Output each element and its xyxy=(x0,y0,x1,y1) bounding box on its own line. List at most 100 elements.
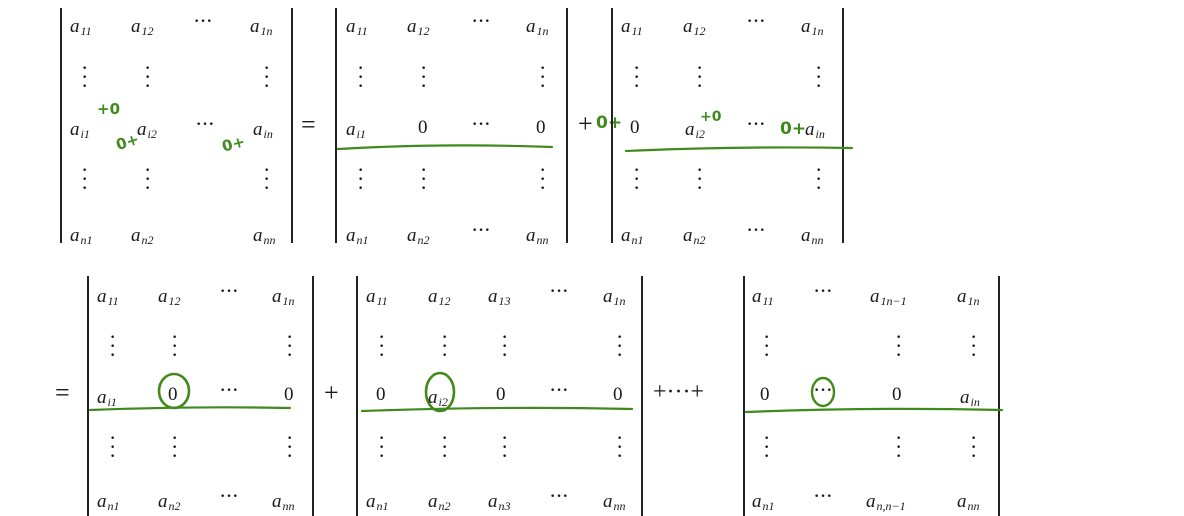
cdots: ··· xyxy=(814,382,834,399)
cdots: ··· xyxy=(196,116,216,133)
vdots: ··· xyxy=(764,430,770,465)
entry-ann: ann xyxy=(957,491,980,513)
vdots: ··· xyxy=(421,60,427,95)
underline-row-i xyxy=(360,406,634,413)
cdots: ··· xyxy=(220,488,240,505)
vdots: ··· xyxy=(379,329,385,364)
entry-zero: 0 xyxy=(168,384,178,405)
entry-an1: an1 xyxy=(366,491,389,513)
handwritten-plus-zero: +0 xyxy=(700,109,722,125)
vdots: ··· xyxy=(82,162,88,197)
circle-mark xyxy=(810,376,836,408)
entry-ai2: ai2 xyxy=(685,119,705,141)
cdots: ··· xyxy=(550,382,570,399)
cdots: ··· xyxy=(472,116,492,133)
det3-right-bar xyxy=(842,8,844,243)
entry-a11: a11 xyxy=(70,16,92,38)
entry-a11: a11 xyxy=(366,286,388,308)
vdots: ··· xyxy=(634,162,640,197)
handwritten-zero-plus: 0+ xyxy=(780,119,807,139)
vdots: ··· xyxy=(379,430,385,465)
entry-a11: a11 xyxy=(97,286,119,308)
vdots: ··· xyxy=(82,60,88,95)
det5-left-bar xyxy=(356,276,358,516)
handwritten-plus-zero: +0 xyxy=(97,100,121,118)
plus-sign: + xyxy=(578,109,593,138)
entry-ann: ann xyxy=(253,225,276,247)
entry-a1n: a1n xyxy=(603,286,626,308)
entry-zero: 0 xyxy=(496,384,506,405)
underline-row-i xyxy=(88,406,292,412)
entry-an2: an2 xyxy=(158,491,181,513)
cdots: ··· xyxy=(472,222,492,239)
entry-an1: an1 xyxy=(752,491,775,513)
vdots: ··· xyxy=(816,162,822,197)
vdots: ··· xyxy=(264,162,270,197)
entry-ain: ain xyxy=(960,387,980,409)
entry-an2: an2 xyxy=(683,225,706,247)
cdots: ··· xyxy=(220,283,240,300)
entry-an1: an1 xyxy=(70,225,93,247)
cdots: ··· xyxy=(472,13,492,30)
det3-left-bar xyxy=(611,8,613,243)
entry-a13: a13 xyxy=(488,286,511,308)
entry-ai1: ai1 xyxy=(346,119,366,141)
cdots: ··· xyxy=(747,13,767,30)
vdots: ··· xyxy=(172,430,178,465)
entry-an2: an2 xyxy=(407,225,430,247)
entry-a11: a11 xyxy=(346,16,368,38)
entry-an1: an1 xyxy=(97,491,120,513)
cdots: ··· xyxy=(814,488,834,505)
vdots: ··· xyxy=(502,329,508,364)
entry-an1: an1 xyxy=(621,225,644,247)
entry-ai2: ai2 xyxy=(428,387,448,409)
equals-sign: = xyxy=(301,110,316,139)
vdots: ··· xyxy=(896,329,902,364)
entry-an2: an2 xyxy=(428,491,451,513)
entry-a1n-minus-1: a1n−1 xyxy=(870,286,907,308)
underline-row-i xyxy=(336,144,554,151)
entry-ain: ain xyxy=(805,119,825,141)
entry-ann: ann xyxy=(801,225,824,247)
vdots: ··· xyxy=(617,329,623,364)
vdots: ··· xyxy=(697,162,703,197)
entry-zero: 0 xyxy=(376,384,386,405)
vdots: ··· xyxy=(358,162,364,197)
underline-row-i xyxy=(744,407,1004,414)
entry-a12: a12 xyxy=(683,16,706,38)
entry-a12: a12 xyxy=(131,16,154,38)
vdots: ··· xyxy=(145,162,151,197)
vdots: ··· xyxy=(764,329,770,364)
entry-a12: a12 xyxy=(428,286,451,308)
entry-zero: 0 xyxy=(892,384,902,405)
cdots: ··· xyxy=(194,13,214,30)
entry-a1n: a1n xyxy=(957,286,980,308)
vdots: ··· xyxy=(634,60,640,95)
vdots: ··· xyxy=(287,430,293,465)
entry-a1n: a1n xyxy=(272,286,295,308)
vdots: ··· xyxy=(896,430,902,465)
cdots: ··· xyxy=(550,283,570,300)
entry-ann: ann xyxy=(526,225,549,247)
vdots: ··· xyxy=(697,60,703,95)
entry-ai2: ai2 xyxy=(137,119,157,141)
det6-left-bar xyxy=(743,276,745,516)
entry-zero: 0 xyxy=(613,384,623,405)
det5-right-bar xyxy=(641,276,643,516)
cdots: ··· xyxy=(550,488,570,505)
det1-left-bar xyxy=(60,8,62,243)
entry-ai1: ai1 xyxy=(97,387,117,409)
circle-mark xyxy=(157,372,191,410)
entry-ann: ann xyxy=(603,491,626,513)
vdots: ··· xyxy=(617,430,623,465)
vdots: ··· xyxy=(145,60,151,95)
plus-sign: + xyxy=(324,378,339,407)
vdots: ··· xyxy=(110,430,116,465)
entry-a1n: a1n xyxy=(250,16,273,38)
entry-zero: 0 xyxy=(536,117,546,138)
entry-zero: 0 xyxy=(630,117,640,138)
entry-a11: a11 xyxy=(752,286,774,308)
vdots: ··· xyxy=(264,60,270,95)
cdots: ··· xyxy=(747,116,767,133)
